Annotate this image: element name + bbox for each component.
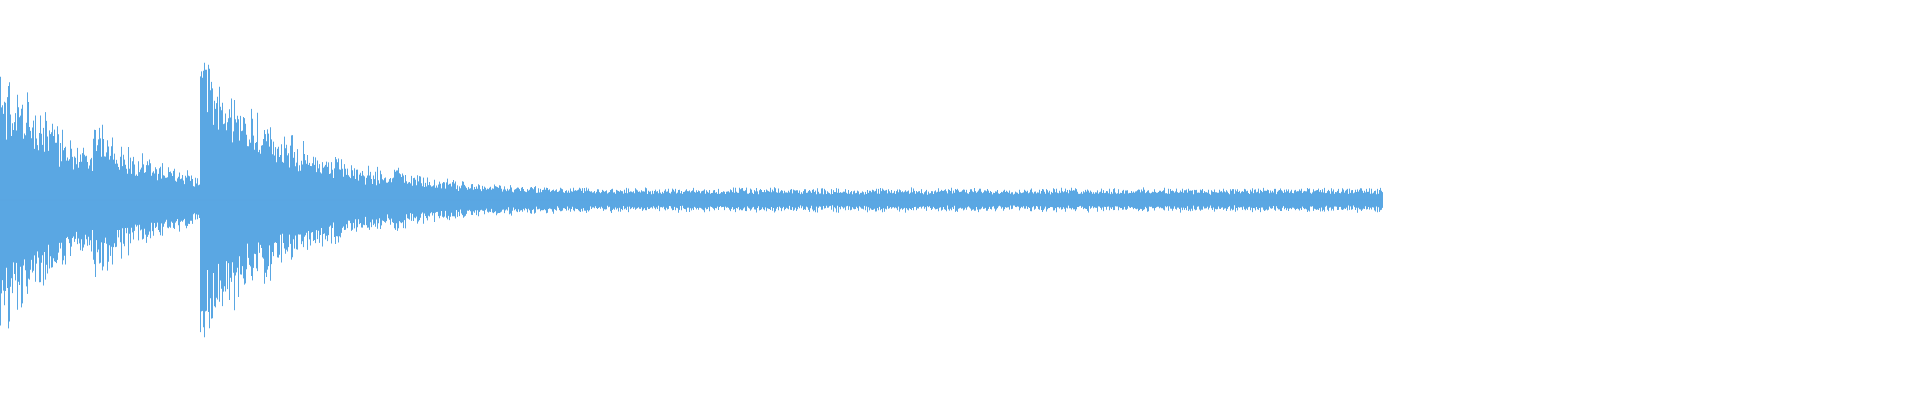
- audio-waveform-view[interactable]: [0, 0, 1920, 400]
- audio-waveform[interactable]: [0, 0, 1920, 400]
